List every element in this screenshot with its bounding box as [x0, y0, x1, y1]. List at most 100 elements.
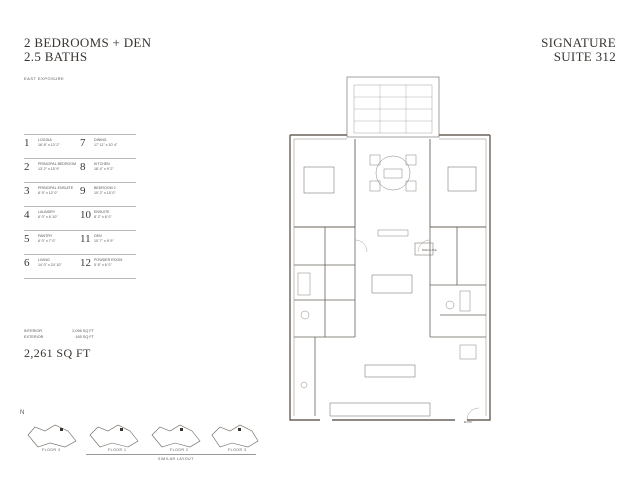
room-dimensions: 16' 8" x 13' 2": [38, 143, 60, 147]
kitchen-island: [364, 364, 416, 378]
room-name: DINING: [94, 138, 107, 142]
fireplace: [414, 242, 434, 256]
principal-bed: [303, 166, 335, 194]
room-name: PRINCIPAL BEDROOM: [38, 162, 77, 166]
unit-type: 2 BEDROOMS + DEN 2.5 BATHS: [24, 36, 151, 64]
room-name: KITCHEN: [94, 162, 110, 166]
room-dimensions: 6' 0" x 6' 10": [38, 215, 58, 219]
room-dimensions: 6' 0" x 7' 0": [38, 239, 56, 243]
den-desk: [459, 344, 477, 360]
entry-label: ENTRY: [464, 421, 473, 424]
room-dimensions: 13' 2" x 15' 9": [38, 167, 60, 171]
keyplan-floor-2: FLOOR 1: [108, 448, 127, 452]
legend-number: 9: [80, 185, 86, 197]
baths-label: 2.5 BATHS: [24, 49, 88, 64]
exterior-label: EXTERIOR: [24, 335, 44, 339]
keyplan-floor-1: FLOOR 3: [42, 448, 61, 452]
legend-number: 2: [24, 161, 30, 173]
area-summary: INTERIOR 2,096 SQ FT EXTERIOR 165 SQ FT: [24, 328, 94, 340]
fireplace-label: FIRE PLACE: [422, 249, 437, 252]
bedroom-walls: [294, 139, 486, 228]
dining-table: [371, 274, 413, 294]
interior-label: INTERIOR: [24, 329, 43, 333]
floor-plan: FIRE PLACE ENTRY: [289, 76, 491, 424]
keyplan-floor-3: FLOOR 2: [170, 448, 189, 452]
room-dimensions: 10' 2" x 15' 0": [94, 191, 116, 195]
key-plan: N FLOOR 3 FLOOR 1 FLOOR 2 FLOOR 3 SIMILA…: [20, 405, 260, 463]
interior-walls: [294, 227, 486, 337]
suite-title: SIGNATURE SUITE 312: [541, 36, 616, 64]
exterior-value: 165 SQ FT: [75, 335, 94, 339]
room-name: BEDROOM 2: [94, 186, 116, 190]
shower: [459, 290, 471, 312]
exterior-walls: [289, 134, 491, 421]
similar-layout-caption: SIMILAR LAYOUT: [158, 457, 194, 461]
bedrooms-label: 2 BEDROOMS + DEN: [24, 35, 152, 50]
room-dimensions: 14' 0" x 24' 10": [38, 263, 62, 267]
kitchen-counter: [329, 402, 431, 417]
legend-number: 8: [80, 161, 86, 173]
bedroom2-bed: [447, 166, 477, 192]
room-dimensions: 8' 2" x 6' 0": [94, 215, 112, 219]
interior-value: 2,096 SQ FT: [72, 329, 94, 333]
legend-number: 7: [80, 137, 86, 149]
legend-number: 4: [24, 209, 30, 221]
legend-number: 6: [24, 257, 30, 269]
room-dimensions: 17' 11" x 10' 4": [94, 143, 118, 147]
room-name: LIVING: [38, 258, 50, 262]
similar-layout-line: [86, 454, 256, 455]
room-dimensions: 8' 9" x 12' 0": [38, 191, 58, 195]
collection-label: SIGNATURE: [541, 35, 616, 50]
living-rug: [375, 155, 411, 191]
loggia-area: [346, 76, 440, 138]
keyplan-floor-4: FLOOR 3: [228, 448, 247, 452]
room-dimensions: 5' 8" x 6' 0": [94, 263, 112, 267]
key-plan-buildings: [27, 424, 259, 448]
legend-number: 10: [80, 209, 91, 221]
room-name: PANTRY: [38, 234, 53, 238]
room-name: DEN: [94, 234, 102, 238]
room-name: LAUNDRY: [38, 210, 56, 214]
legend-number: 5: [24, 233, 30, 245]
room-name: ENSUITE: [94, 210, 110, 214]
legend-number: 12: [80, 257, 91, 269]
north-arrow: N: [20, 410, 25, 416]
legend-number: 1: [24, 137, 30, 149]
legend-number: 3: [24, 185, 30, 197]
room-dimensions: 10' 7" x 9' 9": [94, 239, 114, 243]
room-name: LOGGIA: [38, 138, 52, 142]
exposure-label: EAST EXPOSURE: [24, 76, 65, 81]
room-name: POWDER ROOM: [94, 258, 123, 262]
tub: [297, 272, 311, 296]
room-dimensions: 18' 4" x 9' 2": [94, 167, 114, 171]
